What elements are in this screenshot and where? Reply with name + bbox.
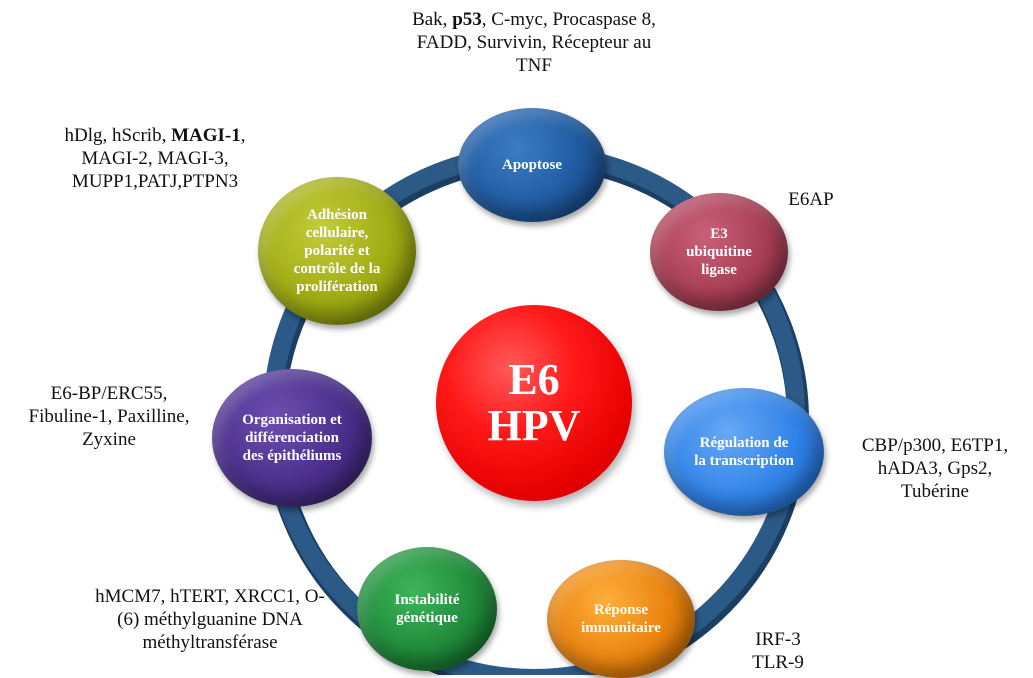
annotation-regulation: CBP/p300, E6TP1, hADA3, Gps2, Tubérine [861,435,1009,502]
node-apoptose: Apoptose [458,108,606,222]
node-e3-ubiquitine-ligase: E3 ubiquitine ligase [650,193,788,311]
annotation-apoptose: Bak, p53, C-myc, Procaspase 8, FADD, Sur… [348,8,720,77]
annotation-apoptose-part1: Bak, [412,9,453,30]
annotation-adhesion-part2: , MAGI-2, MAGI-3, MUPP1,PATJ,PTPN3 [71,125,246,192]
node-adhesion-cellulaire: Adhésion cellulaire, polarité et contrôl… [258,177,416,325]
center-label-hpv: HPV [487,401,581,450]
annotation-apoptose-part2: , C-myc, Procaspase 8, FADD, Survivin, R… [416,9,656,76]
node-organisation-epitheliums: Organisation et différenciation des épit… [212,369,372,507]
annotation-adhesion-bold: MAGI-1 [171,125,241,146]
node-instabilite-genetique: Instabilité génétique [357,547,497,671]
annotation-adhesion-part1: hDlg, hScrib, [64,125,172,146]
annotation-instabilite: hMCM7, hTERT, XRCC1, O- (6) méthylguanin… [95,586,325,653]
annotation-reponse: IRF-3 TLR-9 [752,629,804,673]
annotation-apoptose-bold: p53 [452,9,482,30]
annotation-adhesion: hDlg, hScrib, MAGI-1, MAGI-2, MAGI-3, MU… [24,124,286,193]
annotation-organisation: E6-BP/ERC55, Fibuline-1, Paxilline, Zyxi… [28,383,190,450]
center-label-e6: E6 [508,355,560,404]
node-regulation-transcription: Régulation de la transcription [664,388,824,516]
node-reponse-immunitaire: Réponse immunitaire [547,560,695,678]
annotation-e3: E6AP [788,189,834,210]
center-e6-hpv: E6 HPV [436,305,632,501]
